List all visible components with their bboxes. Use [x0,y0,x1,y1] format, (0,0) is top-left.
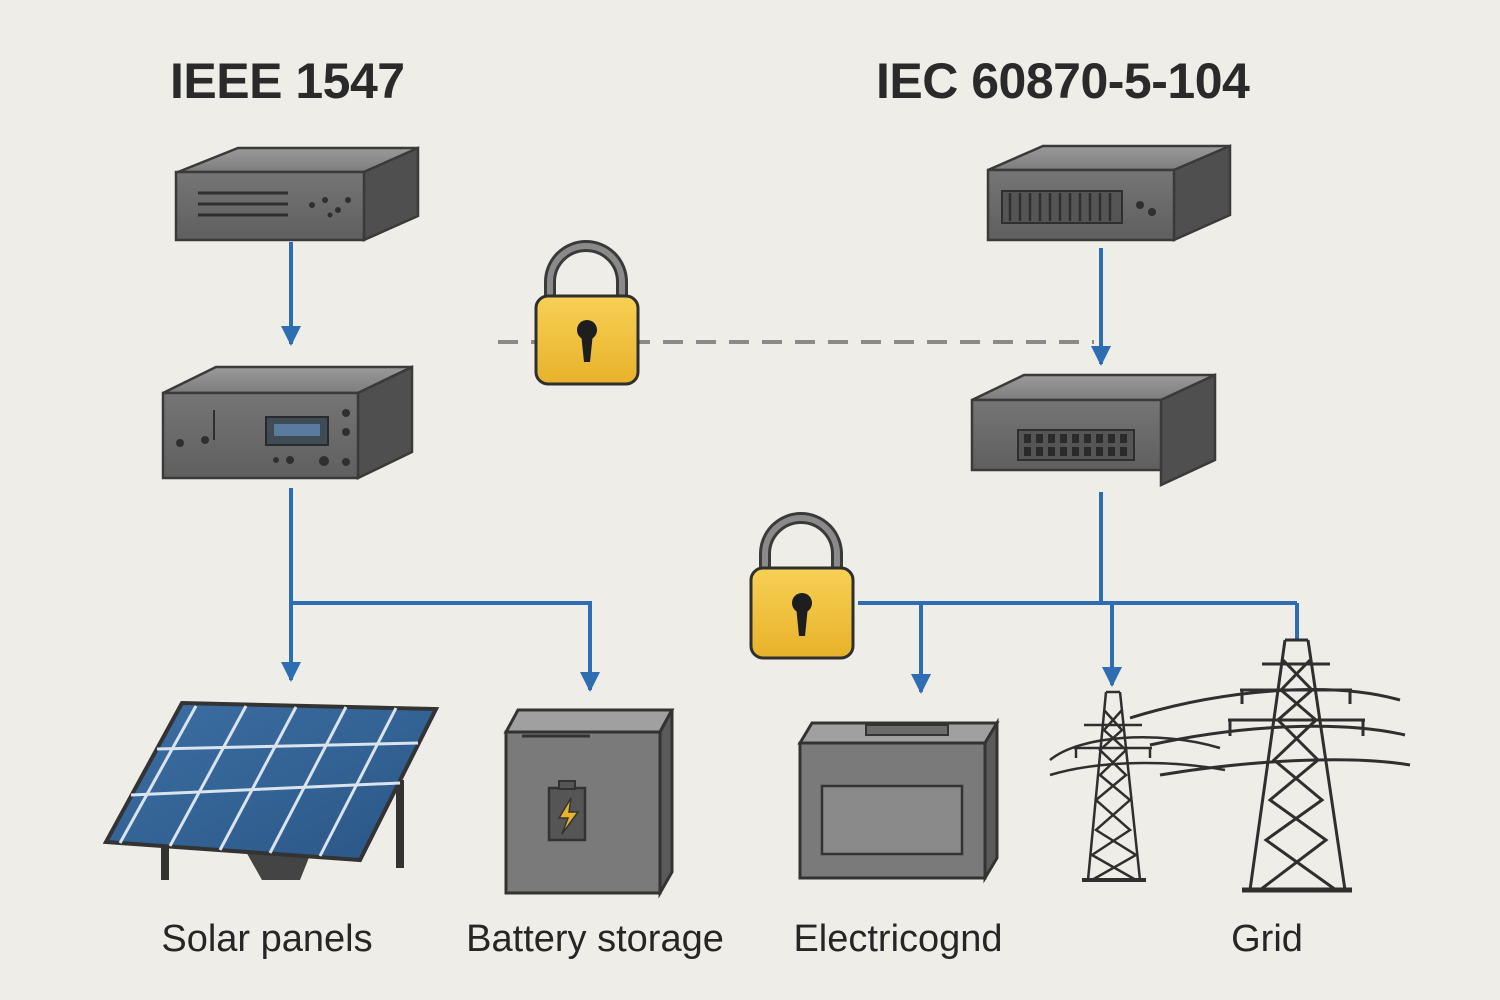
connector-left-battery [291,601,600,692]
ieee-gateway-device [174,146,420,242]
iec-60870-title: IEC 60870-5-104 [876,53,1250,109]
electric-cabinet-icon [797,717,1000,884]
iec-gateway-device [986,144,1232,242]
grid-label: Grid [1231,918,1303,960]
connectors [281,242,1299,694]
ieee-controller-device [161,365,414,480]
iec-controller-device [970,373,1217,487]
transmission-tower-icon [1049,690,1226,882]
ieee-1547-title: IEEE 1547 [170,53,405,109]
solar-panels-label: Solar panels [161,918,373,960]
padlock-icon [749,512,855,660]
padlock-icon [534,240,640,386]
electric-label: Electricognd [793,918,1003,960]
solar-panel-icon [102,700,440,880]
transmission-tower-icon [1129,638,1411,893]
battery-storage-label: Battery storage [466,918,724,960]
battery-bolt-icon [503,708,675,899]
